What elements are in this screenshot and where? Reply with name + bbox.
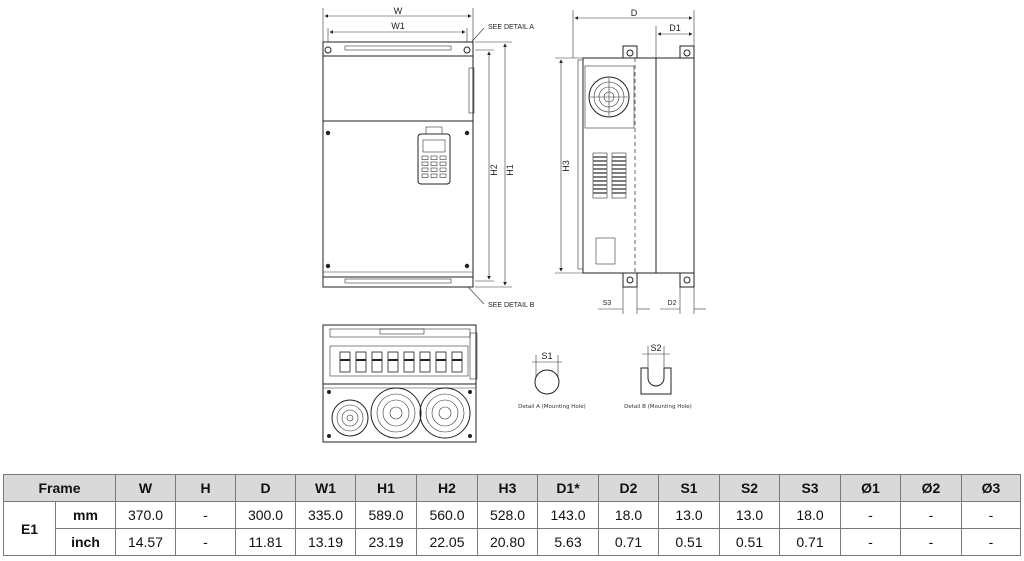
dimension-table: Frame W H D W1 H1 H2 H3 D1* D2 S1 S2 S3 … [3, 474, 1021, 556]
header-cell: Ø3 [961, 474, 1021, 502]
header-cell: H3 [477, 474, 538, 502]
header-cell: Ø2 [900, 474, 962, 502]
table-cell: 0.71 [598, 528, 659, 556]
header-cell: D1* [537, 474, 599, 502]
table-cell: - [840, 501, 901, 529]
header-cell: W [115, 474, 176, 502]
detail-a: S1 Detail A (Mounting Hole) [518, 351, 586, 410]
table-cell: 528.0 [477, 501, 538, 529]
table-cell: 13.0 [719, 501, 780, 529]
table-cell: 18.0 [598, 501, 659, 529]
table-cell: 14.57 [115, 528, 176, 556]
dim-label-w1: W1 [391, 21, 405, 31]
detail-b: S2 Detail B (Mounting Hole) [624, 343, 692, 410]
table-cell: - [175, 528, 236, 556]
table-row: E1 mm 370.0 - 300.0 335.0 589.0 560.0 52… [3, 501, 1021, 556]
dim-label-h2: H2 [489, 164, 499, 176]
header-cell: H2 [416, 474, 478, 502]
table-cell: 13.0 [658, 501, 720, 529]
table-cell: 22.05 [416, 528, 478, 556]
header-cell: Frame [3, 474, 116, 502]
table-cell: - [900, 528, 962, 556]
table-cell: 589.0 [355, 501, 417, 529]
header-cell: H1 [355, 474, 417, 502]
header-cell: S3 [779, 474, 841, 502]
table-cell: - [840, 528, 901, 556]
terminal-block [329, 345, 469, 377]
table-cell: 143.0 [537, 501, 599, 529]
table-cell: 13.19 [295, 528, 356, 556]
detail-a-dim: S1 [541, 351, 552, 361]
bottom-view [322, 324, 478, 443]
detail-a-caption: Detail A (Mounting Hole) [518, 404, 586, 410]
header-cell: D2 [598, 474, 659, 502]
table-cell: 335.0 [295, 501, 356, 529]
table-cell: - [961, 528, 1021, 556]
table-cell: 0.71 [779, 528, 841, 556]
table-cell: 300.0 [235, 501, 296, 529]
detail-b-dim: S2 [650, 343, 661, 353]
table-cell: 18.0 [779, 501, 841, 529]
header-cell: Ø1 [840, 474, 901, 502]
dim-label-h1: H1 [505, 164, 515, 176]
unit-cell: inch [55, 528, 116, 556]
side-view: D D1 [555, 8, 706, 314]
table-cell: - [900, 501, 962, 529]
header-cell: D [235, 474, 296, 502]
table-cell: 23.19 [355, 528, 417, 556]
see-detail-a-label: SEE DETAIL A [488, 24, 534, 31]
vent-slots [592, 152, 627, 199]
table-cell: - [175, 501, 236, 529]
table-cell: 0.51 [658, 528, 720, 556]
header-cell: S2 [719, 474, 780, 502]
table-cell: - [961, 501, 1021, 529]
frame-cell: E1 [3, 501, 56, 556]
table-cell: 20.80 [477, 528, 538, 556]
dim-label-d: D [631, 8, 638, 18]
fan-icon [370, 387, 422, 439]
keypad-panel [417, 126, 451, 185]
header-cell: W1 [295, 474, 356, 502]
header-cell: S1 [658, 474, 720, 502]
dim-label-s3: S3 [603, 300, 612, 307]
table-cell: 370.0 [115, 501, 176, 529]
table-cell: 0.51 [719, 528, 780, 556]
table-cell: 560.0 [416, 501, 478, 529]
table-row: inch 14.57 - 11.81 13.19 23.19 22.05 20.… [4, 528, 1021, 556]
detail-b-caption: Detail B (Mounting Hole) [624, 404, 692, 410]
dim-label-h3: H3 [561, 160, 571, 172]
fan-icon [331, 399, 369, 437]
see-detail-b-label: SEE DETAIL B [488, 302, 535, 309]
front-view: W W1 SEE DETAIL A [322, 6, 535, 309]
dim-label-w: W [394, 6, 403, 16]
dim-label-d1: D1 [669, 23, 681, 33]
table-header-row: Frame W H D W1 H1 H2 H3 D1* D2 S1 S2 S3 … [3, 474, 1021, 502]
table-cell: 11.81 [235, 528, 296, 556]
table-cell: 5.63 [537, 528, 599, 556]
fan-icon [419, 387, 471, 439]
dim-label-d2: D2 [668, 300, 677, 307]
fan-icon [584, 65, 635, 129]
unit-cell: mm [55, 501, 116, 529]
dimension-drawing: W W1 SEE DETAIL A [322, 6, 706, 443]
header-cell: H [175, 474, 236, 502]
